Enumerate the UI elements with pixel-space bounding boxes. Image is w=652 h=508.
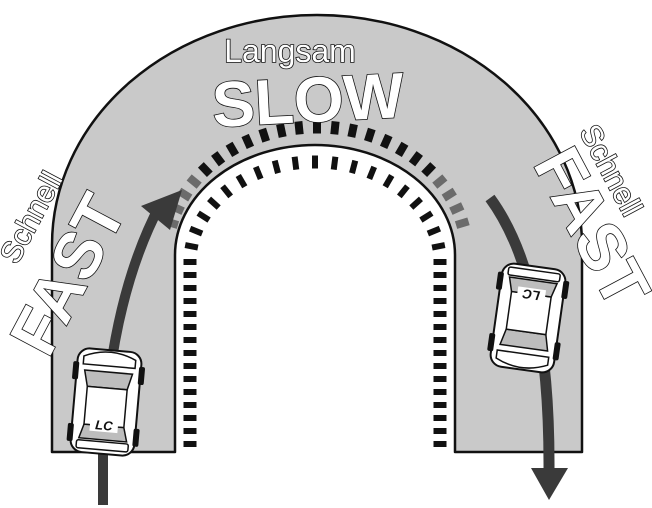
- curb-block: [432, 242, 446, 250]
- curb-block: [292, 156, 300, 170]
- curb-block: [331, 156, 339, 170]
- curb-block: [434, 337, 447, 343]
- curb-block: [184, 259, 197, 265]
- curb-block: [434, 376, 447, 382]
- curb-block: [434, 311, 447, 317]
- curb-block: [184, 285, 197, 291]
- curb-block: [434, 389, 447, 395]
- car-badge-right: LC: [521, 286, 541, 303]
- curb-block: [220, 184, 233, 198]
- curb-block: [189, 226, 203, 236]
- curb-block: [184, 324, 197, 330]
- curb-block: [434, 259, 447, 265]
- curb-block: [184, 272, 197, 278]
- curb-block: [185, 242, 199, 250]
- curb-block: [427, 226, 441, 236]
- race-car-icon: LC: [485, 261, 571, 374]
- curb-block: [184, 350, 197, 356]
- curb-block: [184, 376, 197, 382]
- race-car-icon: LC: [66, 347, 147, 457]
- curve-label-primary: SLOW: [210, 59, 406, 141]
- curb-block: [272, 160, 281, 174]
- curb-block: [434, 428, 447, 434]
- curb-block: [397, 184, 410, 198]
- curb-block: [434, 441, 447, 447]
- car-badge-left: LC: [95, 417, 114, 434]
- curb-block: [409, 197, 423, 210]
- curb-block: [434, 272, 447, 278]
- inner-curb: [184, 156, 447, 448]
- curb-block: [184, 389, 197, 395]
- curb-block: [184, 298, 197, 304]
- curb-block: [312, 156, 318, 169]
- curb-block: [419, 211, 433, 223]
- curb-block: [184, 428, 197, 434]
- curb-block: [184, 337, 197, 343]
- curb-block: [184, 311, 197, 317]
- curb-block: [184, 402, 197, 408]
- curb-block: [367, 166, 377, 180]
- curb-block: [434, 363, 447, 369]
- curb-block: [434, 324, 447, 330]
- curb-block: [434, 298, 447, 304]
- curb-block: [184, 363, 197, 369]
- curb-block: [434, 415, 447, 421]
- curb-block: [207, 197, 221, 210]
- curb-block: [184, 441, 197, 447]
- curb-block: [236, 174, 248, 188]
- curb-block: [383, 174, 395, 188]
- curb-block: [197, 211, 211, 223]
- curb-block: [349, 160, 358, 174]
- curb-block: [184, 415, 197, 421]
- curb-block: [253, 166, 263, 180]
- curb-block: [434, 402, 447, 408]
- curb-block: [434, 350, 447, 356]
- curb-block: [434, 285, 447, 291]
